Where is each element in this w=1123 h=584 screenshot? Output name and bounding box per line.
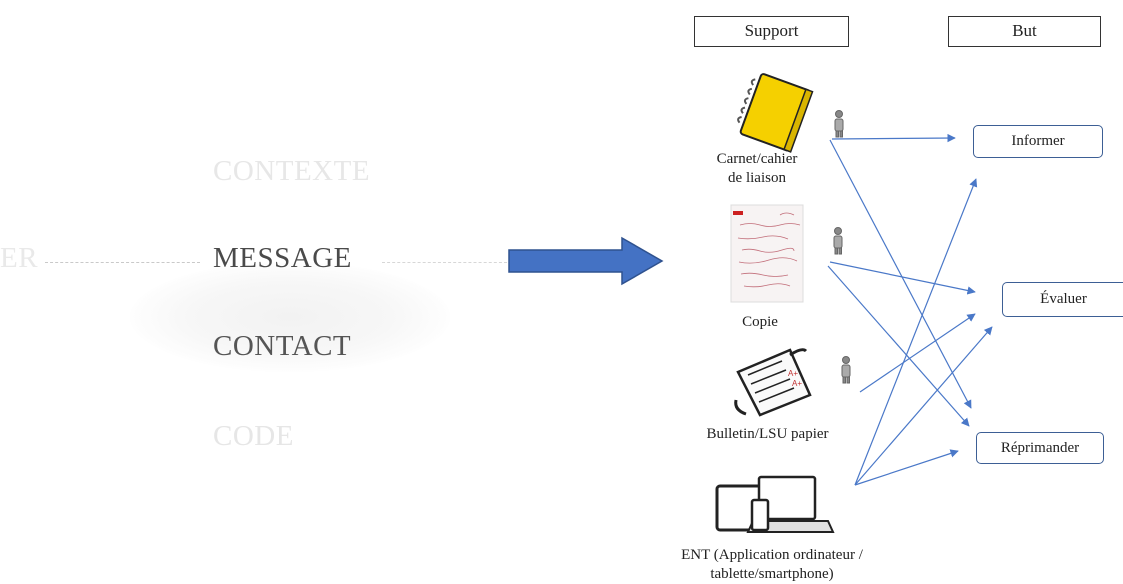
goal-reprimander: Réprimander	[976, 432, 1104, 464]
graded-paper-icon	[730, 204, 804, 303]
link-copie-evaluer	[829, 261, 976, 295]
link-carnet-informer	[831, 133, 956, 143]
person-icon	[834, 110, 844, 138]
goal-informer: Informer	[973, 125, 1103, 158]
goal-evaluer: Évaluer	[1002, 282, 1123, 317]
link-carnet-reprimander	[829, 139, 972, 409]
link-ent-informer	[854, 178, 978, 486]
person-icon	[841, 356, 851, 384]
label-code: CODE	[213, 420, 294, 452]
big-right-arrow-icon	[508, 236, 664, 286]
notebook-icon	[737, 73, 814, 153]
support-label-ent-text: ENT (Application ordinateur / tablette/s…	[681, 547, 863, 582]
faded-edge-label: ER	[0, 242, 39, 274]
background-halo	[130, 262, 450, 372]
support-label-copie-text: Copie	[742, 314, 778, 330]
support-label-carnet: Carnet/cahier de liaison	[712, 150, 802, 188]
link-copie-reprimander	[827, 265, 970, 427]
header-but: But	[948, 16, 1101, 47]
report-card-icon: A+ A+	[734, 348, 812, 417]
svg-text:A+: A+	[788, 369, 798, 378]
link-bulletin-evaluer	[859, 313, 976, 393]
header-support: Support	[694, 16, 849, 47]
dashed-connector-right	[382, 262, 507, 263]
dashed-connector-left	[45, 262, 200, 263]
support-label-copie: Copie	[730, 313, 790, 332]
support-label-carnet-text: Carnet/cahier de liaison	[716, 151, 798, 186]
label-contexte: CONTEXTE	[213, 155, 371, 187]
label-message: MESSAGE	[213, 242, 352, 274]
support-label-ent: ENT (Application ordinateur / tablette/s…	[672, 546, 872, 584]
link-ent-evaluer	[854, 326, 993, 486]
label-contact: CONTACT	[213, 330, 352, 362]
support-label-bulletin-text: Bulletin/LSU papier	[706, 426, 829, 442]
link-ent-reprimander	[854, 449, 959, 486]
support-label-bulletin: Bulletin/LSU papier	[690, 425, 845, 444]
devices-icon	[715, 475, 835, 533]
person-icon	[833, 227, 843, 255]
svg-text:A+: A+	[792, 379, 802, 388]
